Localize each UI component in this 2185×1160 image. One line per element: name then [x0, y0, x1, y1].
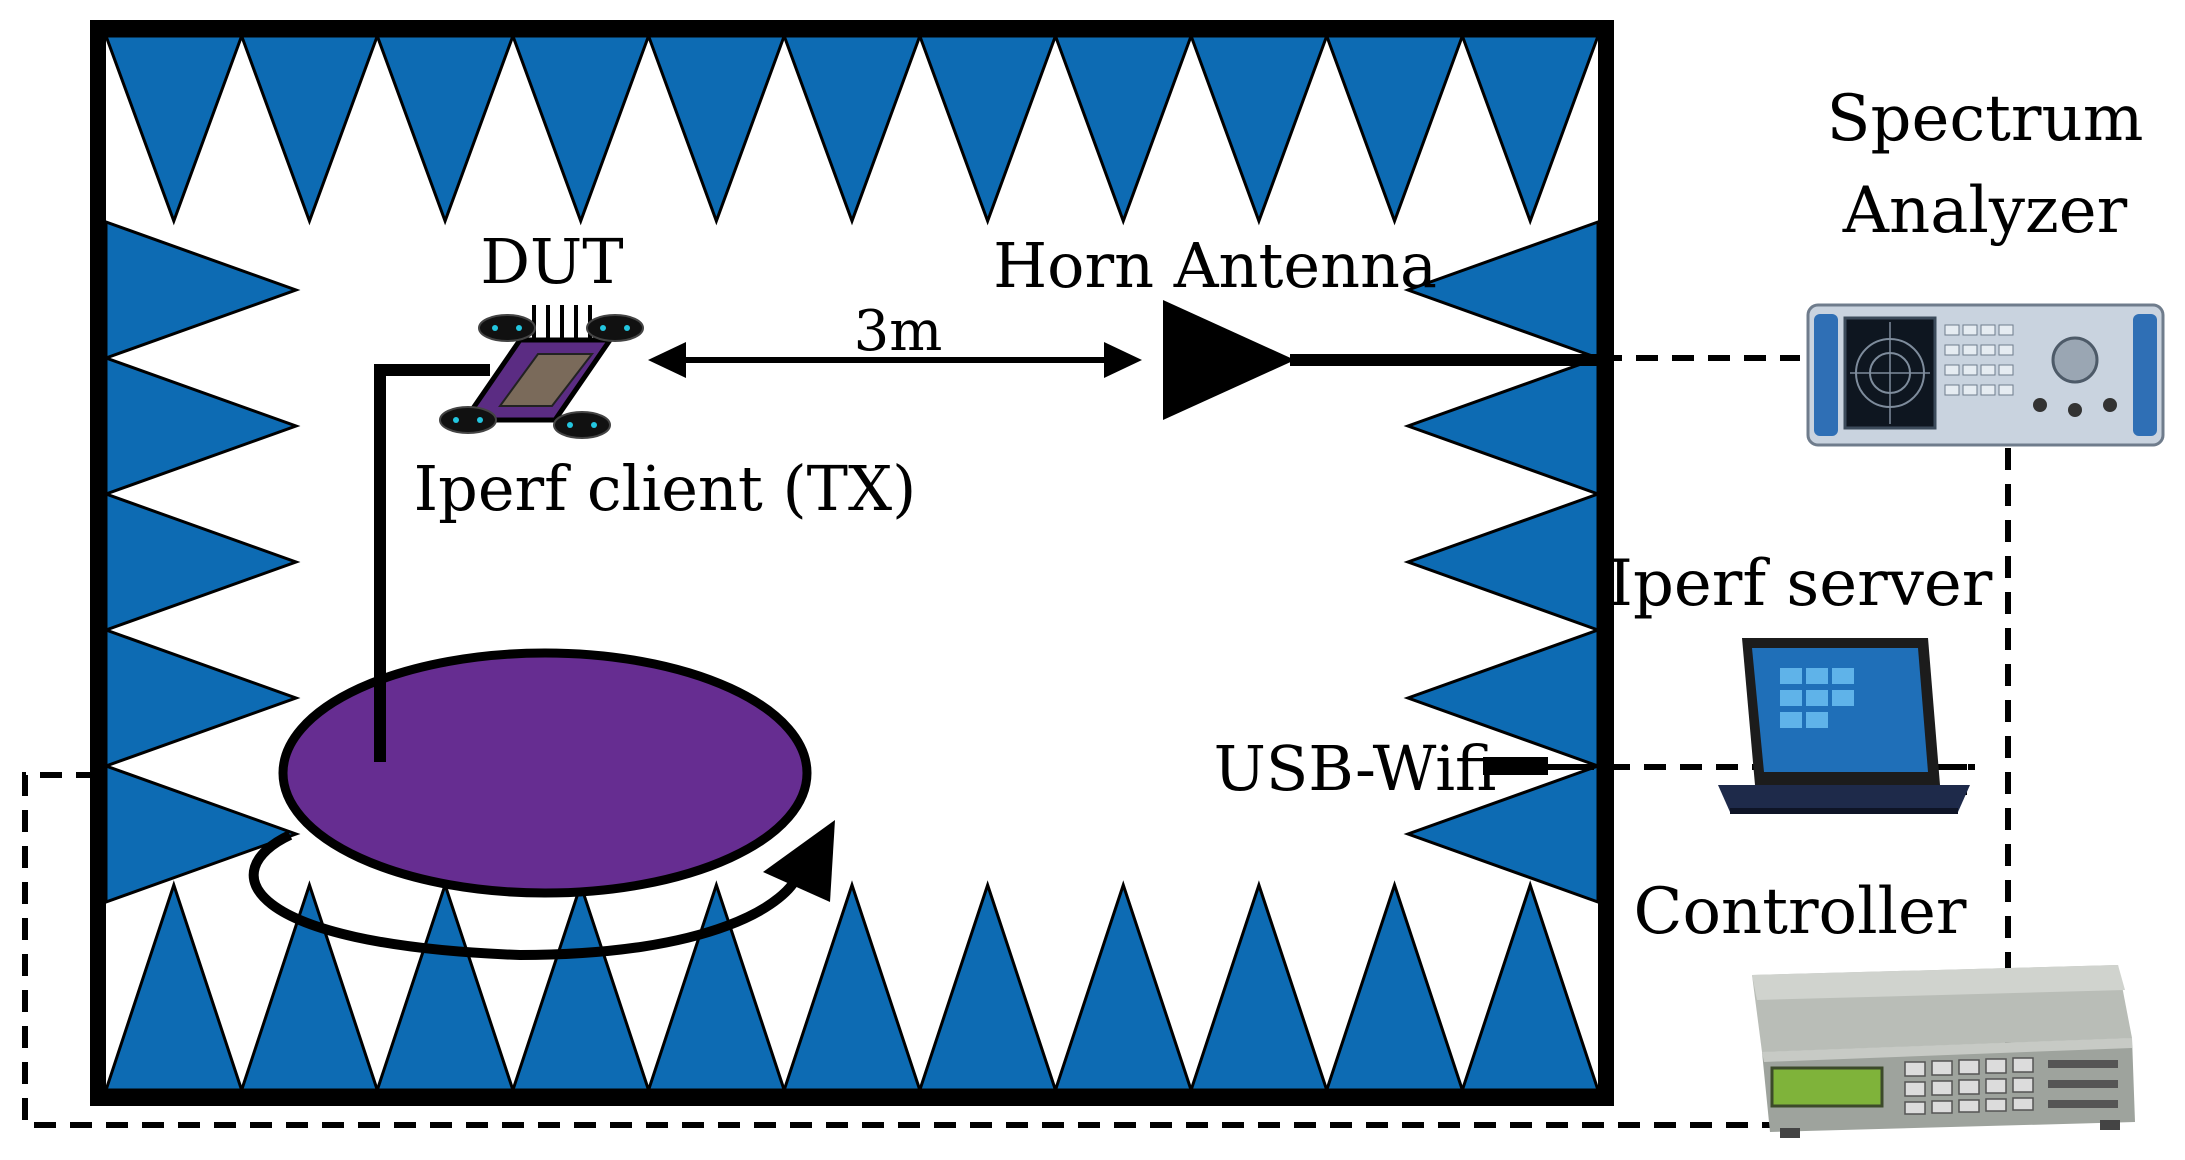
- absorber-cone-right: [1403, 491, 1600, 633]
- label-dut: DUT: [480, 225, 623, 298]
- absorber-cone-top: [1188, 34, 1329, 226]
- rotation-arrow-head: [763, 820, 835, 902]
- absorber-cone-bottom: [510, 880, 651, 1092]
- absorber-cone-bottom: [239, 880, 380, 1092]
- absorber-cone-right: [1403, 355, 1600, 497]
- absorber-cone-left: [104, 355, 301, 497]
- usb-wifi-dongle: [1483, 757, 1548, 775]
- label-distance: 3m: [854, 299, 943, 364]
- laptop-icon: [1718, 638, 1970, 814]
- absorber-cone-left: [104, 219, 301, 361]
- absorber-cone-bottom: [1189, 880, 1329, 1092]
- absorber-cones: [103, 34, 1601, 1092]
- absorber-cone-bottom: [1053, 880, 1194, 1092]
- absorber-cone-left: [104, 627, 301, 769]
- horn-antenna-icon: [1163, 300, 1606, 420]
- absorber-cone-top: [1324, 34, 1465, 226]
- absorber-cone-left: [104, 491, 301, 633]
- absorber-cone-top: [1053, 34, 1194, 226]
- anechoic-chamber-wall: [90, 20, 1614, 1106]
- spectrum-analyzer-icon: [1806, 303, 2165, 447]
- absorber-cone-bottom: [103, 880, 244, 1092]
- arrow-head-left: [648, 342, 686, 378]
- absorber-cone-top: [239, 34, 380, 226]
- absorber-cone-top: [646, 34, 787, 226]
- absorber-cone-top: [782, 34, 922, 226]
- distance-arrow: [648, 342, 1142, 378]
- absorber-cone-top: [1460, 34, 1601, 226]
- absorber-cone-top: [375, 34, 516, 226]
- labels: Spectrum Analyzer DUT Horn Antenna 3m Ip…: [414, 82, 2144, 949]
- label-spectrum-line1: Spectrum: [1827, 82, 2144, 156]
- absorber-cone-bottom: [1324, 880, 1465, 1092]
- label-iperf-server: Iperf server: [1608, 547, 1993, 621]
- rotation-arrow: [248, 830, 805, 961]
- absorber-cone-left: [104, 763, 301, 905]
- absorber-cone-top: [917, 34, 1058, 226]
- drone-icon: [439, 305, 644, 439]
- label-iperf-client: Iperf client (TX): [414, 452, 917, 525]
- turntable: [248, 648, 835, 961]
- label-usb-wifi: USB-Wifi: [1214, 732, 1497, 805]
- dut-mast: [374, 364, 490, 762]
- absorber-cone-bottom: [1460, 880, 1601, 1092]
- absorber-cone-bottom: [646, 880, 787, 1092]
- absorber-cone-bottom: [917, 880, 1058, 1092]
- absorber-cone-bottom: [782, 880, 922, 1092]
- label-controller: Controller: [1634, 875, 1967, 949]
- absorber-cone-bottom: [375, 880, 515, 1092]
- absorber-cone-top: [103, 34, 244, 226]
- arrow-head-right: [1104, 342, 1142, 378]
- controller-device-icon: [1752, 965, 2135, 1138]
- label-spectrum-line2: Analyzer: [1842, 174, 2128, 248]
- absorber-cone-top: [510, 34, 651, 226]
- turntable-disc: [278, 648, 812, 898]
- label-horn-antenna: Horn Antenna: [993, 229, 1437, 302]
